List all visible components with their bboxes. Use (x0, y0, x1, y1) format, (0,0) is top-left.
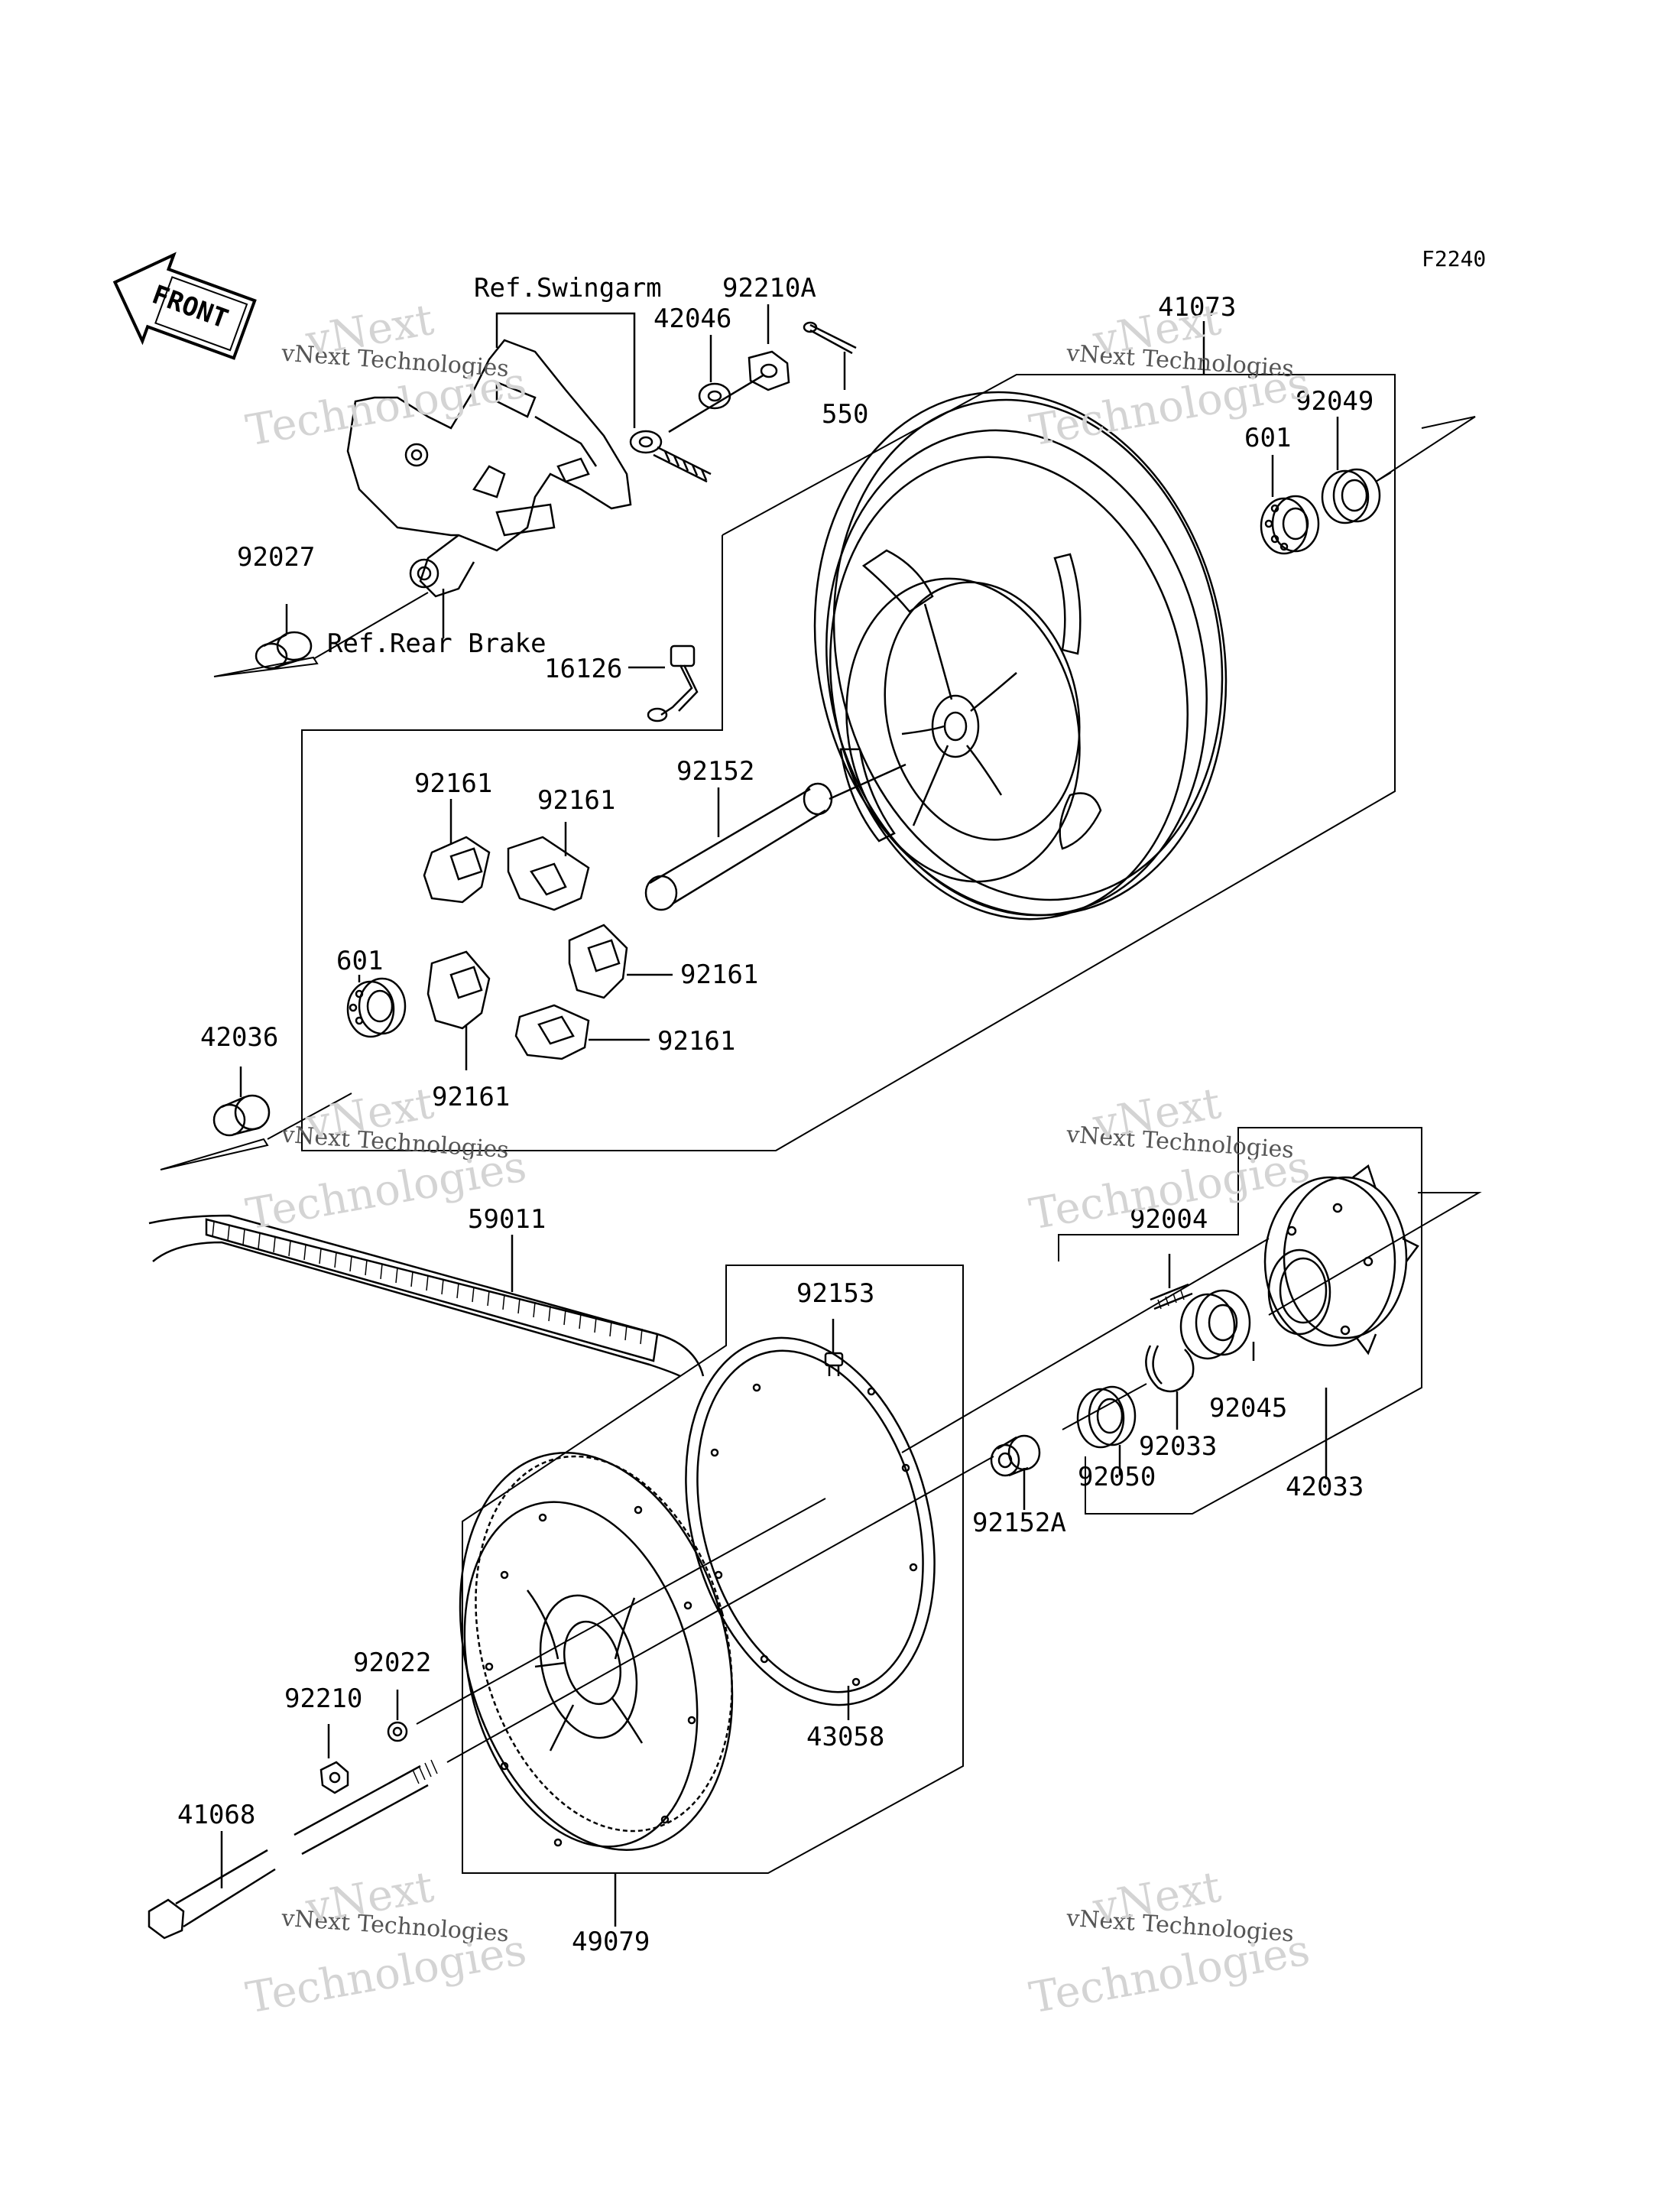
ref-rear-brake-label: Ref.Rear Brake (327, 628, 546, 659)
spacer-42036-part (214, 1067, 269, 1135)
axis-line-hub (1269, 1193, 1479, 1315)
spacer-92027-part (256, 604, 311, 668)
stud-92004-part (1150, 1254, 1192, 1309)
part-label-92210: 92210 (284, 1683, 363, 1714)
circlip-92033-part (1146, 1346, 1193, 1430)
part-label-601-left: 601 (336, 946, 384, 976)
bearing-left-part (348, 975, 405, 1037)
part-label-43058: 43058 (806, 1722, 885, 1752)
part-label-59011: 59011 (468, 1204, 546, 1235)
rear-wheel-part (767, 353, 1273, 953)
damper-92161-c (569, 925, 673, 998)
part-label-92045: 92045 (1209, 1393, 1288, 1424)
part-label-16126: 16126 (544, 654, 623, 684)
bolt-92153-part (825, 1319, 842, 1376)
collar-92152A-part (991, 1436, 1039, 1510)
part-label-92153: 92153 (796, 1278, 875, 1309)
bearing-92045-part (1181, 1291, 1254, 1361)
adjuster-bolt-part (631, 431, 711, 482)
part-label-41068: 41068 (177, 1800, 256, 1830)
drive-belt-part (149, 1216, 703, 1376)
damper-92161-b (508, 822, 589, 910)
axis-line-sprocket-1 (417, 1498, 825, 1724)
front-arrow-icon (99, 239, 260, 372)
sprocket-part (418, 1422, 774, 1881)
hub-frame-outline (1059, 1128, 1422, 1514)
damper-92161-d (428, 952, 489, 1070)
axle-tube-part (646, 784, 832, 910)
axis-line-right-top (1376, 417, 1475, 482)
part-label-92022: 92022 (353, 1648, 432, 1678)
axis-line-hub-3 (1062, 1384, 1146, 1430)
part-label-42033: 42033 (1286, 1472, 1364, 1502)
air-valve-part (628, 646, 697, 721)
nut-part (749, 352, 789, 390)
part-label-92161-e: 92161 (657, 1026, 736, 1057)
part-label-49079: 49079 (572, 1927, 650, 1957)
part-label-41073: 41073 (1158, 292, 1237, 323)
axis-line-sprocket-2 (447, 1456, 994, 1762)
nut-92210-part (321, 1724, 348, 1793)
part-label-92161-c: 92161 (680, 959, 759, 990)
part-label-601-top: 601 (1244, 423, 1292, 453)
nut-92022-part (388, 1690, 407, 1741)
part-label-92050: 92050 (1078, 1462, 1156, 1492)
part-label-92027: 92027 (237, 542, 316, 573)
part-label-92049: 92049 (1296, 386, 1374, 417)
bearing-right-part (1261, 455, 1318, 554)
bolt-41068-part (149, 1760, 437, 1938)
axis-line-left-mid (161, 1093, 352, 1170)
part-label-92152: 92152 (676, 756, 755, 787)
part-label-92210A: 92210A (722, 273, 816, 304)
axle-line-left-top (669, 375, 764, 432)
part-label-92161-a: 92161 (414, 768, 493, 799)
part-label-92033: 92033 (1139, 1431, 1218, 1462)
part-label-42036: 42036 (200, 1022, 279, 1053)
axis-line-hub-2 (902, 1239, 1269, 1453)
hub-42033-part (1265, 1166, 1418, 1353)
part-label-92004: 92004 (1130, 1204, 1208, 1235)
ref-swingarm-label: Ref.Swingarm (474, 273, 662, 304)
seal-92050-part (1078, 1387, 1135, 1476)
part-label-550: 550 (822, 399, 869, 430)
part-label-92161-d: 92161 (432, 1082, 511, 1112)
ring-43058-part (647, 1310, 973, 1733)
axis-line-swingarm (214, 593, 428, 677)
damper-92161-e (516, 1005, 650, 1059)
swingarm-ref-leader (497, 313, 634, 428)
seal-92049-part (1322, 417, 1380, 523)
cotter-pin-part (804, 323, 856, 353)
damper-92161-a (424, 799, 489, 902)
part-label-92161-b: 92161 (537, 785, 616, 816)
swingarm-bracket (348, 340, 631, 596)
figure-code: F2240 (1422, 246, 1487, 271)
part-label-92152A: 92152A (972, 1508, 1066, 1538)
part-label-42046: 42046 (654, 304, 732, 334)
sprocket-frame-outline (462, 1265, 963, 1873)
wheel-frame-outline (302, 375, 1395, 1151)
